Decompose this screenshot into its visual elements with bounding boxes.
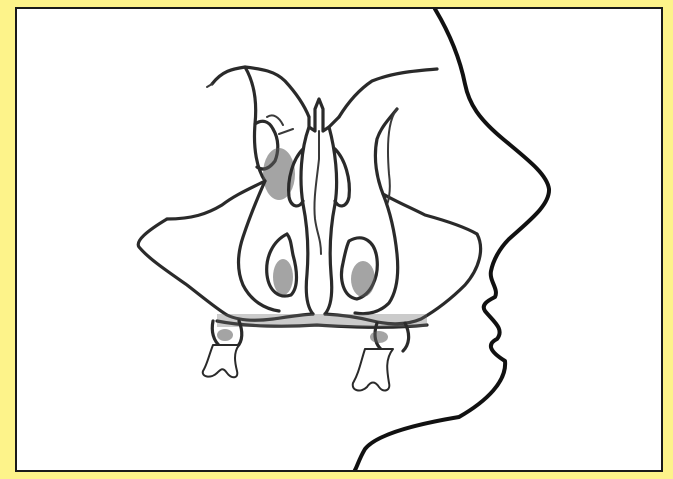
nasal-septum	[309, 99, 339, 131]
right-root-shading	[370, 331, 388, 343]
illustration-panel	[15, 7, 663, 472]
left-root-shading	[217, 329, 233, 341]
left-orbit	[167, 67, 265, 219]
sinus-anatomy-drawing	[17, 9, 661, 470]
right-turbinate-shading	[351, 261, 375, 297]
septum-center	[314, 131, 321, 254]
right-orbit-rim	[387, 109, 397, 205]
left-molar-tooth	[203, 345, 239, 377]
right-maxillary-sinus	[325, 234, 481, 324]
right-molar-tooth	[353, 349, 393, 390]
septum-body	[301, 127, 313, 314]
left-turbinate-shading	[273, 259, 293, 295]
frontal-roof	[212, 67, 309, 117]
septum-body-right	[325, 127, 337, 314]
palate-stipple	[217, 314, 427, 327]
upper-edge-left	[207, 84, 212, 87]
frontal-roof-right	[339, 69, 437, 117]
